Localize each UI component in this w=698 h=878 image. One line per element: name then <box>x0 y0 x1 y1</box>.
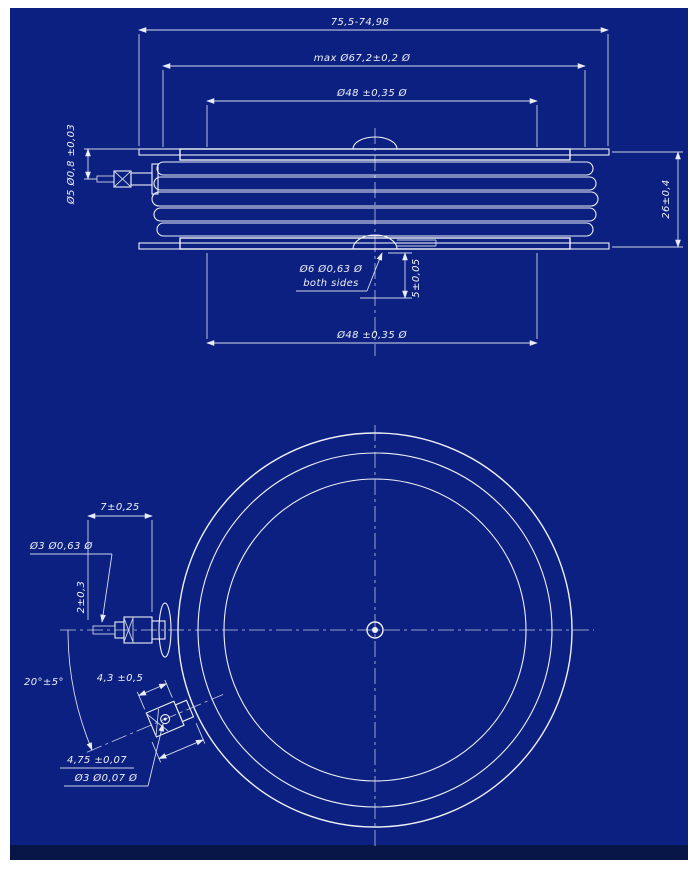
callout-pin-diameter: Ø3 Ø0,63 Ø <box>29 540 113 623</box>
dim-tab-width-label: 4,3 ±0,5 <box>97 673 144 684</box>
pin-diameter-label: Ø3 Ø0,63 Ø <box>29 540 93 552</box>
tab-hole <box>160 714 171 725</box>
dim-tab-hole-label: Ø3 Ø0,07 Ø <box>74 772 138 784</box>
dim-tab-length-label: 4,75 ±0,07 <box>67 755 127 766</box>
callout-center-recess: Ø6 Ø0,63 Ø both sides <box>296 252 383 292</box>
dim-pole-diameter-top: Ø48 ±0,35 Ø <box>206 87 538 147</box>
gate-lead-tube <box>397 239 437 247</box>
ceramic-fins <box>151 161 599 237</box>
dim-pole-diameter-top-label: Ø48 ±0,35 Ø <box>336 87 408 99</box>
dim-max-diameter-label: max Ø67,2±0,2 Ø <box>314 52 411 64</box>
gate-terminal-plan <box>92 602 172 658</box>
dim-gate-angle: 20°±5° <box>24 629 93 751</box>
bottom-center-dome <box>352 234 398 250</box>
dim-pin-offset-label: 2±0,3 <box>76 581 87 614</box>
center-recess-label: Ø6 Ø0,63 Ø <box>299 263 363 275</box>
dim-gate-offset-label: Ø5 Ø0,8 ±0,03 <box>65 124 77 205</box>
callout-tab-hole: Ø3 Ø0,07 Ø <box>64 723 165 787</box>
callout-tab-length: 4,75 ±0,07 <box>60 755 134 769</box>
center-recess-note: both sides <box>303 278 359 289</box>
dim-gate-angle-label: 20°±5° <box>24 677 64 688</box>
footer-band <box>10 845 688 860</box>
side-view: 75,5-74,98 max Ø67,2±0,2 Ø Ø48 ±0,35 Ø 2… <box>65 17 683 356</box>
dim-overall-width: 75,5-74,98 <box>138 17 609 146</box>
capsule-circles <box>177 432 573 828</box>
dim-pole-diameter-bottom-label: Ø48 ±0,35 Ø <box>336 329 408 341</box>
dim-height-label: 26±0,4 <box>661 179 672 218</box>
dim-lead-position: 5±0,05 <box>360 252 422 299</box>
dim-terminal-length: 7±0,25 <box>87 502 153 620</box>
dim-height: 26±0,4 <box>612 151 683 248</box>
top-center-dome <box>352 136 398 150</box>
dim-lead-position-label: 5±0,05 <box>411 258 422 297</box>
blueprint-background <box>10 8 688 860</box>
dim-pole-diameter-bottom: Ø48 ±0,35 Ø <box>206 253 538 346</box>
dim-terminal-length-label: 7±0,25 <box>100 502 139 513</box>
dim-overall-width-label: 75,5-74,98 <box>331 17 390 28</box>
plan-view: 7±0,25 Ø3 Ø0,63 Ø 2±0,3 20°±5° 4,3 ±0,5 … <box>24 425 594 846</box>
dim-max-diameter: max Ø67,2±0,2 Ø <box>162 52 586 147</box>
center-hole <box>366 621 384 639</box>
dim-gate-offset: Ø5 Ø0,8 ±0,03 <box>65 124 139 205</box>
